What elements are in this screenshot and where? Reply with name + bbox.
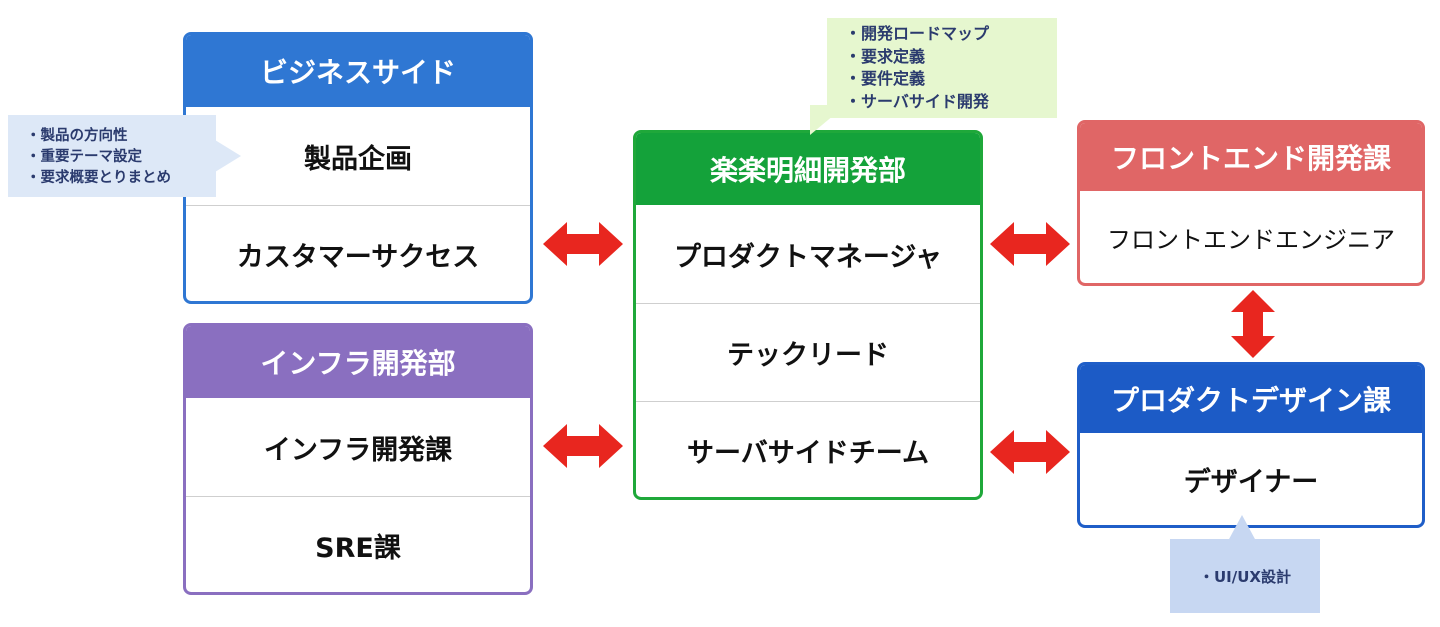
business-note-tail [215,140,241,172]
frontend-item-engineer: フロントエンドエンジニア [1107,225,1395,254]
infra-dept-title: インフラ開発部 [186,326,530,398]
rakuraku-note-item: サーバサイド開発 [845,91,1057,114]
design-note-tail [1228,515,1256,541]
business-note-bubble: 製品の方向性 重要テーマ設定 要求概要とりまとめ [8,115,216,197]
business-item-planning: 製品企画 [304,143,412,175]
infra-dept-box: インフラ開発部 インフラ開発課 SRE課 [183,323,533,595]
double-arrow-icon [990,222,1070,266]
rakuraku-note-item: 開発ロードマップ [845,23,1057,46]
business-item-customer-success: カスタマーサクセス [186,205,530,301]
rakuraku-item-tech-lead: テックリード [636,303,980,401]
frontend-section-title: フロントエンド開発課 [1080,123,1422,191]
infra-item-infra-section: インフラ開発課 [263,434,453,466]
frontend-section-box: フロントエンド開発課 フロントエンドエンジニア [1077,120,1425,286]
rakuraku-item-server-team: サーバサイドチーム [636,401,980,497]
business-side-title: ビジネスサイド [186,35,530,107]
rakuraku-dept-box: 楽楽明細開発部 プロダクトマネージャ テックリード サーバサイドチーム [633,130,983,500]
design-note-bubble: ・UI/UX設計 [1170,539,1320,613]
double-arrow-icon [543,222,623,266]
infra-item-sre: SRE課 [186,496,530,592]
business-side-box: ビジネスサイド 製品企画 カスタマーサクセス [183,32,533,304]
design-section-title: プロダクトデザイン課 [1080,365,1422,433]
business-note-item: 要求概要とりまとめ [26,168,216,189]
design-section-box: プロダクトデザイン課 デザイナー [1077,362,1425,528]
rakuraku-item-product-manager: プロダクトマネージャ [673,241,943,273]
double-arrow-icon [990,430,1070,474]
rakuraku-note-item: 要件定義 [845,68,1057,91]
business-note-item: 重要テーマ設定 [26,147,216,168]
rakuraku-note-bubble: 開発ロードマップ 要求定義 要件定義 サーバサイド開発 [827,18,1057,118]
rakuraku-note-tail [810,105,846,135]
design-item-designer: デザイナー [1183,466,1319,498]
business-note-item: 製品の方向性 [26,126,216,147]
vertical-double-arrow-icon [1231,290,1275,358]
double-arrow-icon [543,424,623,468]
rakuraku-note-item: 要求定義 [845,46,1057,69]
design-note-text: ・UI/UX設計 [1199,567,1291,586]
rakuraku-dept-title: 楽楽明細開発部 [636,133,980,205]
